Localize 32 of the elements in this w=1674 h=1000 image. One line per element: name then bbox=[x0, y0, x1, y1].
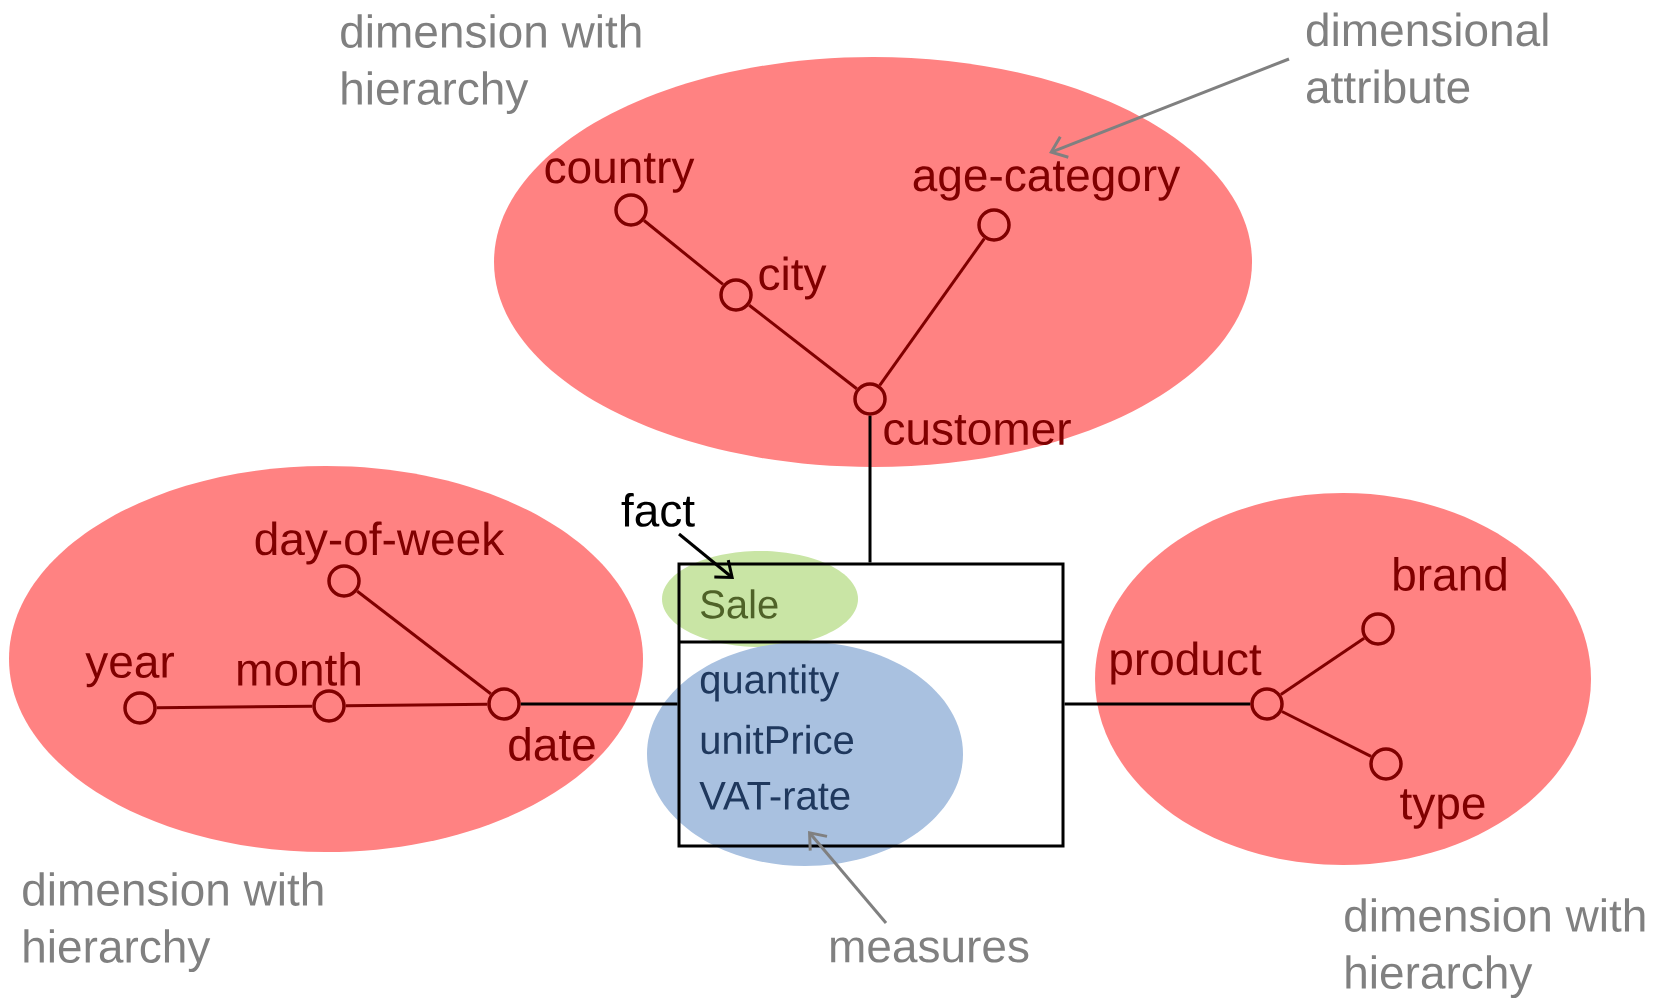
node-label: brand bbox=[1394, 557, 1506, 591]
node-label: dimension with hierarchy bbox=[341, 14, 641, 115]
connector-line bbox=[520, 702, 678, 706]
node-label: month bbox=[238, 652, 360, 686]
connector-line bbox=[356, 590, 492, 695]
leader-arrow bbox=[808, 831, 888, 924]
connector-line bbox=[748, 304, 858, 390]
node-label: type bbox=[1400, 789, 1485, 829]
connector-line bbox=[1281, 710, 1372, 758]
connector-line bbox=[643, 219, 724, 286]
node-label: product bbox=[1111, 641, 1262, 685]
node-label: year bbox=[85, 652, 174, 688]
connector-line bbox=[868, 415, 872, 563]
connector-line bbox=[1280, 637, 1365, 696]
annotation-text: dimensional attribute bbox=[1306, 12, 1548, 104]
annotation-text: fact bbox=[621, 493, 695, 527]
annotation-text: measures bbox=[831, 937, 1029, 963]
node-label: customer bbox=[884, 414, 1071, 446]
connector-line bbox=[156, 704, 313, 710]
connector-line bbox=[345, 702, 488, 708]
node-label: country bbox=[545, 153, 695, 193]
node-label: date bbox=[509, 727, 595, 761]
node-label: city bbox=[759, 256, 827, 300]
node-label: day-of-week bbox=[255, 521, 505, 565]
leader-arrow bbox=[678, 532, 734, 579]
node-label: dimension with hierarchy bbox=[23, 872, 323, 973]
node-label: dimension with hierarchy bbox=[1345, 898, 1645, 999]
fact-table-box bbox=[677, 562, 1065, 848]
node-label: age-category bbox=[913, 161, 1181, 201]
connector-line bbox=[878, 237, 986, 387]
connector-line bbox=[1064, 702, 1251, 706]
leader-arrow bbox=[1049, 57, 1290, 159]
